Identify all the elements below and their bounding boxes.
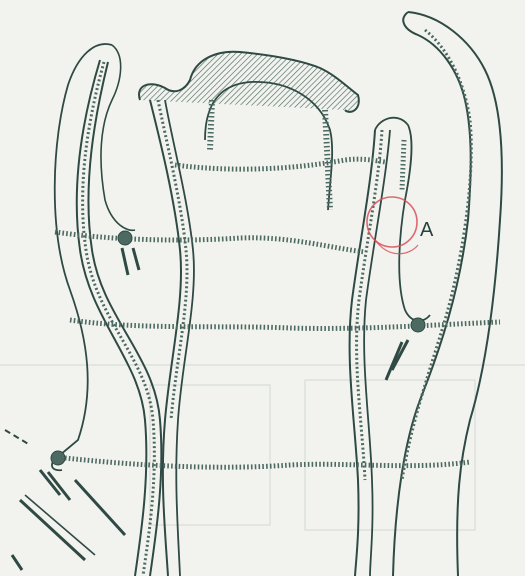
horizontal-sutures <box>55 159 500 467</box>
background-ghost-lines <box>0 365 525 530</box>
right-arm-stitching <box>402 30 471 480</box>
central-tube-left-wall-inner <box>165 100 194 576</box>
central-tube-right-wall <box>350 130 375 576</box>
annotation-circle <box>367 197 417 247</box>
right-small-loop-stitch <box>402 140 404 190</box>
label-a: A <box>420 219 434 241</box>
